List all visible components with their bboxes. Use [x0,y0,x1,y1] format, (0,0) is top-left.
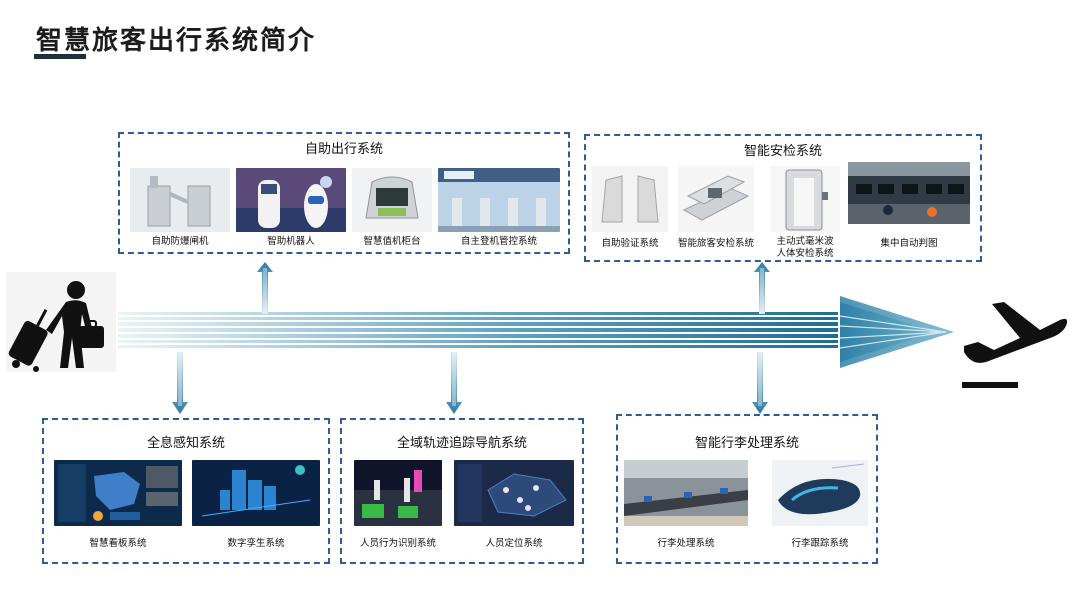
group-title: 智能安检系统 [743,144,822,159]
arrow-down-to-perception [172,352,188,414]
item-smart-dashboard: 智慧看板系统 [54,460,182,556]
scanner-image [678,166,754,232]
digital-twin-image [192,460,320,526]
group-perception: 全息感知系统 智慧看板系统 数字孪生系统 [42,418,330,564]
arrow-up-to-self-service [257,262,273,314]
boarding-image [438,168,560,232]
item-smart-passenger-security: 智能旅客安检系统 [678,166,754,256]
arrow-down-to-tracking [446,352,462,414]
arrow-up-to-security [754,262,770,314]
item-caption: 智慧值机柜台 [363,236,421,247]
item-service-robot: 智助机器人 [236,168,346,250]
item-caption: 自助验证系统 [601,238,659,249]
group-title: 全息感知系统 [146,436,225,451]
item-boarding-control: 自主登机管控系统 [438,168,560,250]
verification-image [592,166,668,232]
item-smart-checkin-counter: 智慧值机柜台 [352,168,432,250]
dashboard-image [54,460,182,526]
counter-image [352,168,432,232]
group-title: 全域轨迹追踪导航系统 [396,436,527,451]
mmwave-image [770,166,840,232]
page-title: 智慧旅客出行系统简介 [36,26,317,56]
item-explosion-proof-gate: 自助防爆闸机 [130,168,230,250]
item-personnel-positioning: 人员定位系统 [454,460,574,556]
group-baggage: 智能行李处理系统 行李处理系统 行李跟踪系统 [616,414,878,564]
item-digital-twin: 数字孪生系统 [192,460,320,556]
journey-arrow [118,312,838,348]
item-caption: 主动式毫米波 [776,236,834,247]
positioning-image [454,460,574,526]
traveler-with-luggage-icon [6,272,116,372]
item-caption: 自助防爆闸机 [151,236,209,247]
item-self-verification: 自助验证系统 [592,166,668,256]
item-caption-line2: 人体安检系统 [776,248,834,259]
item-caption: 行李处理系统 [657,538,715,549]
group-title: 智能行李处理系统 [694,436,799,451]
baggage-handling-image [624,460,748,526]
item-behavior-recognition: 人员行为识别系统 [354,460,442,556]
group-security: 智能安检系统 自助验证系统 智能旅客安检系统 主动式毫米波 人体安检系统 [584,134,982,262]
behavior-image [354,460,442,526]
item-caption: 人员行为识别系统 [359,538,436,549]
robot-image [236,168,346,232]
item-caption: 智慧看板系统 [89,538,147,549]
item-caption: 智助机器人 [267,236,315,247]
airplane-takeoff-icon [962,302,1068,388]
gate-image [130,168,230,232]
title-underline [34,54,86,59]
item-caption: 人员定位系统 [485,538,543,549]
item-mmwave-body-scanner: 主动式毫米波 人体安检系统 [770,166,840,259]
group-tracking: 全域轨迹追踪导航系统 人员行为识别系统 人员定位系统 [340,418,584,564]
item-caption: 集中自动判图 [880,238,938,249]
item-baggage-handling: 行李处理系统 [624,460,748,556]
arrow-down-to-baggage [752,352,768,414]
group-self-service: 自助出行系统 自助防爆闸机 智助机器人 智慧值机柜台 [118,132,570,254]
journey-arrow-head [839,296,954,368]
group-title: 自助出行系统 [304,142,383,157]
item-caption: 智能旅客安检系统 [677,238,754,249]
item-centralized-image-judging: 集中自动判图 [848,162,970,256]
item-caption: 自主登机管控系统 [460,236,537,247]
item-baggage-tracking: 行李跟踪系统 [772,460,868,556]
item-caption: 行李跟踪系统 [791,538,849,549]
control-room-image [848,162,970,224]
item-caption: 数字孪生系统 [227,538,285,549]
baggage-tracking-image [772,460,868,526]
